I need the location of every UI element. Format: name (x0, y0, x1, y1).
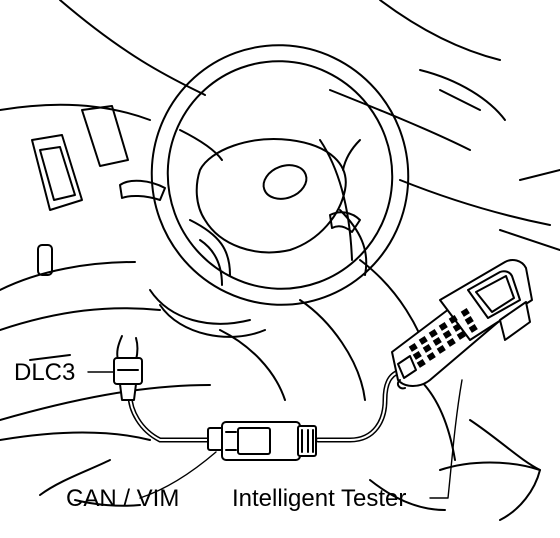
tester-keypad (408, 308, 478, 368)
tester-cable (315, 367, 408, 443)
steering-wheel-icon (150, 44, 410, 306)
label-can-vim: CAN / VIM (66, 485, 179, 512)
dlc3-connector-icon (113, 335, 143, 401)
label-intelligent-tester: Intelligent Tester (232, 485, 406, 512)
can-vim-module-icon (207, 421, 317, 461)
intelligent-tester-icon (391, 259, 533, 390)
label-dlc3: DLC3 (14, 359, 75, 386)
leader-lines (87, 371, 463, 499)
